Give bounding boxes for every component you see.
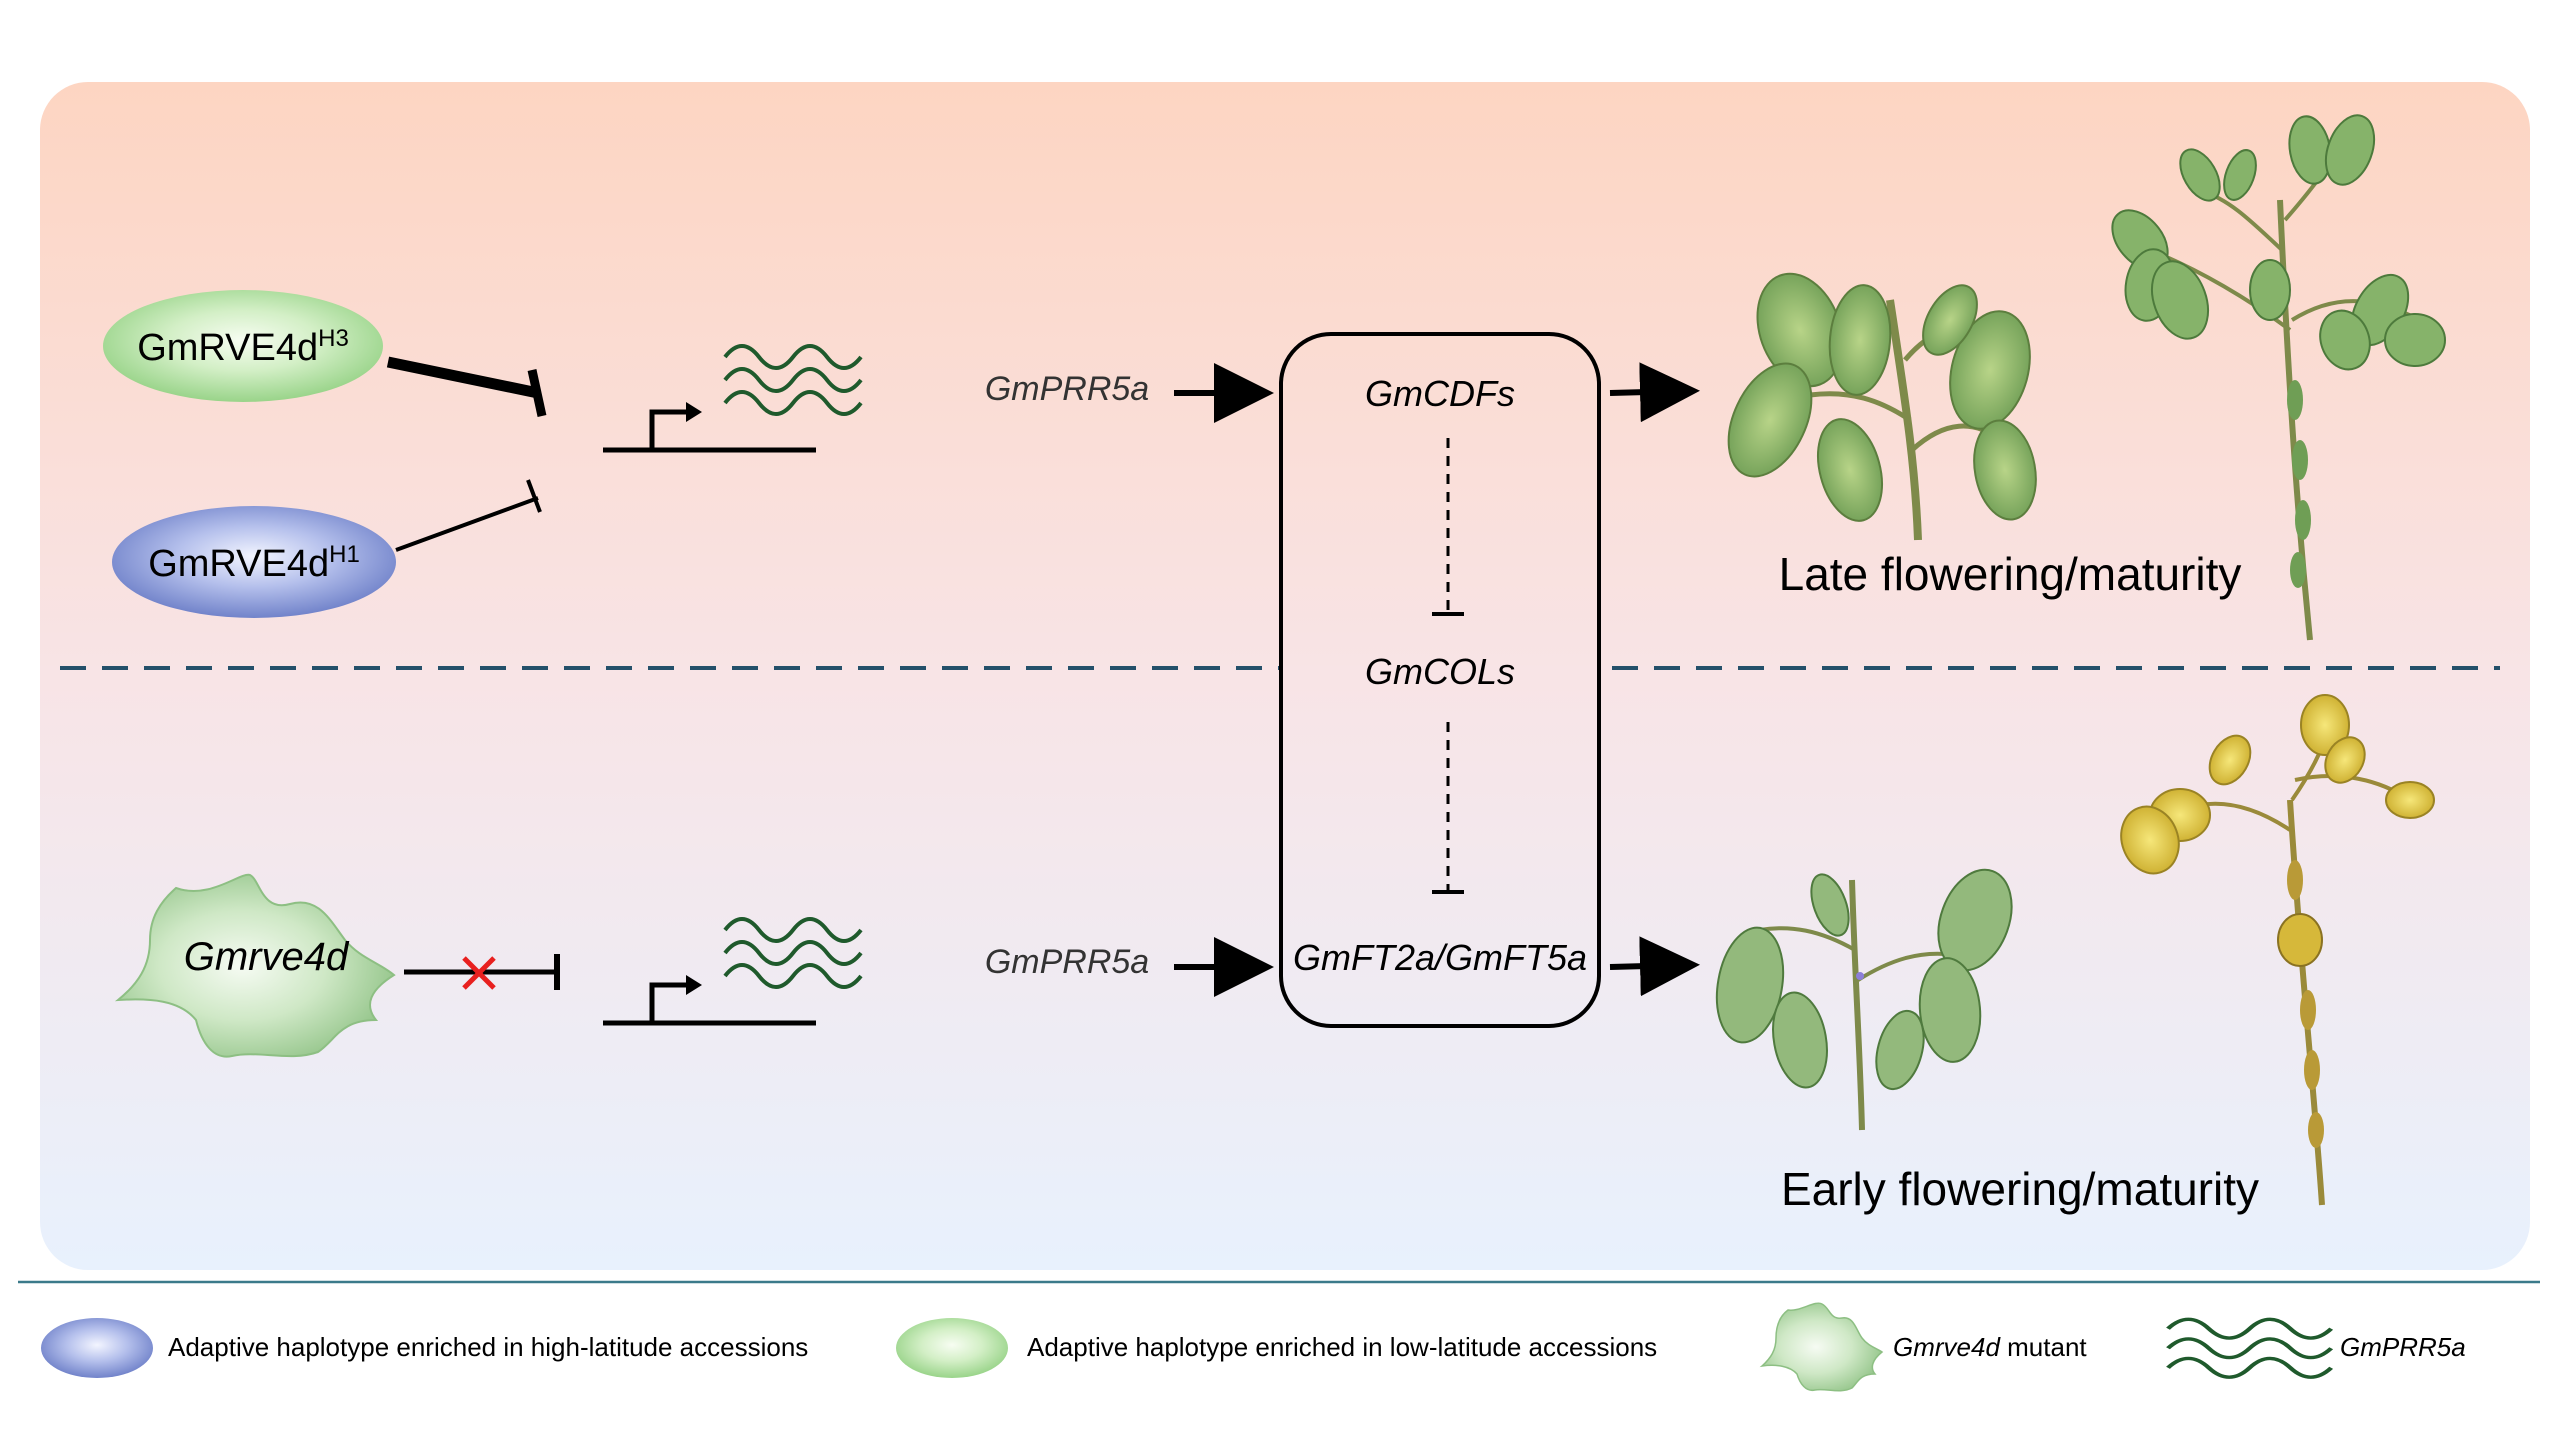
legend-green-haplotype: Adaptive haplotype enriched in low-latit… xyxy=(896,1318,1657,1378)
pathway-middle-gmcols: GmCOLs xyxy=(1365,651,1515,692)
arrow-to-early-plants xyxy=(1609,936,1700,997)
haplotype-h1-base: GmRVE4d xyxy=(148,543,329,585)
inhibition-cdfs-to-cols xyxy=(1432,438,1464,616)
arrow-to-late-plants xyxy=(1609,362,1700,423)
outcome-early: Early flowering/maturity xyxy=(1781,1163,2259,1215)
gene-label-upper: GmPRR5a xyxy=(985,370,1149,408)
promoter-lower xyxy=(603,975,816,1026)
legend-mutant-name: Gmrve4d xyxy=(1893,1332,2001,1362)
legend-mutant: Gmrve4d mutant xyxy=(1759,1302,2087,1392)
main-panel xyxy=(40,82,2530,1270)
early-plant-mature-illustration xyxy=(2120,694,2435,1206)
inhibition-cols-to-ft xyxy=(1432,722,1464,894)
outcome-late: Late flowering/maturity xyxy=(1779,548,2242,600)
promoter-upper xyxy=(603,402,816,453)
legend-mutant-suffix: mutant xyxy=(2000,1332,2087,1362)
legend-gene-label: GmPRR5a xyxy=(2340,1332,2466,1362)
pathway-bottom-gmft: GmFT2a/GmFT5a xyxy=(1293,937,1587,978)
legend-green-label: Adaptive haplotype enriched in low-latit… xyxy=(1027,1332,1657,1362)
late-plant-young-illustration xyxy=(1727,272,2037,541)
pathway-box xyxy=(1279,332,1601,1028)
early-plant-young-illustration xyxy=(1715,868,2013,1131)
legend-gene-waves: GmPRR5a xyxy=(2168,1319,2466,1377)
legend-blue-label: Adaptive haplotype enriched in high-lati… xyxy=(168,1332,808,1362)
haplotype-h1-sup: H1 xyxy=(329,541,360,568)
haplotype-h3: GmRVE4dH3 xyxy=(103,290,383,402)
haplotype-h1: GmRVE4dH1 xyxy=(112,506,396,618)
svg-text:GmRVE4dH1: GmRVE4dH1 xyxy=(148,541,360,585)
late-plant-mature-illustration xyxy=(2111,114,2446,641)
haplotype-h3-sup: H3 xyxy=(318,325,349,352)
gene-label-lower: GmPRR5a xyxy=(985,943,1149,981)
weak-inhibition-arrow xyxy=(395,479,542,552)
svg-text:GmRVE4dH3: GmRVE4dH3 xyxy=(137,325,349,369)
blocked-inhibition-arrow xyxy=(404,954,560,990)
pathway-top-gmcdfs: GmCDFs xyxy=(1365,373,1515,414)
gmrve4d-mutant-blob: Gmrve4d xyxy=(114,873,396,1058)
legend-blue-haplotype: Adaptive haplotype enriched in high-lati… xyxy=(41,1318,808,1378)
legend: Adaptive haplotype enriched in high-lati… xyxy=(41,1302,2466,1392)
svg-text:Gmrve4d mutant: Gmrve4d mutant xyxy=(1893,1332,2087,1362)
mutant-label: Gmrve4d xyxy=(184,935,350,979)
haplotype-h3-base: GmRVE4d xyxy=(137,327,318,369)
strong-inhibition-arrow xyxy=(386,356,547,417)
